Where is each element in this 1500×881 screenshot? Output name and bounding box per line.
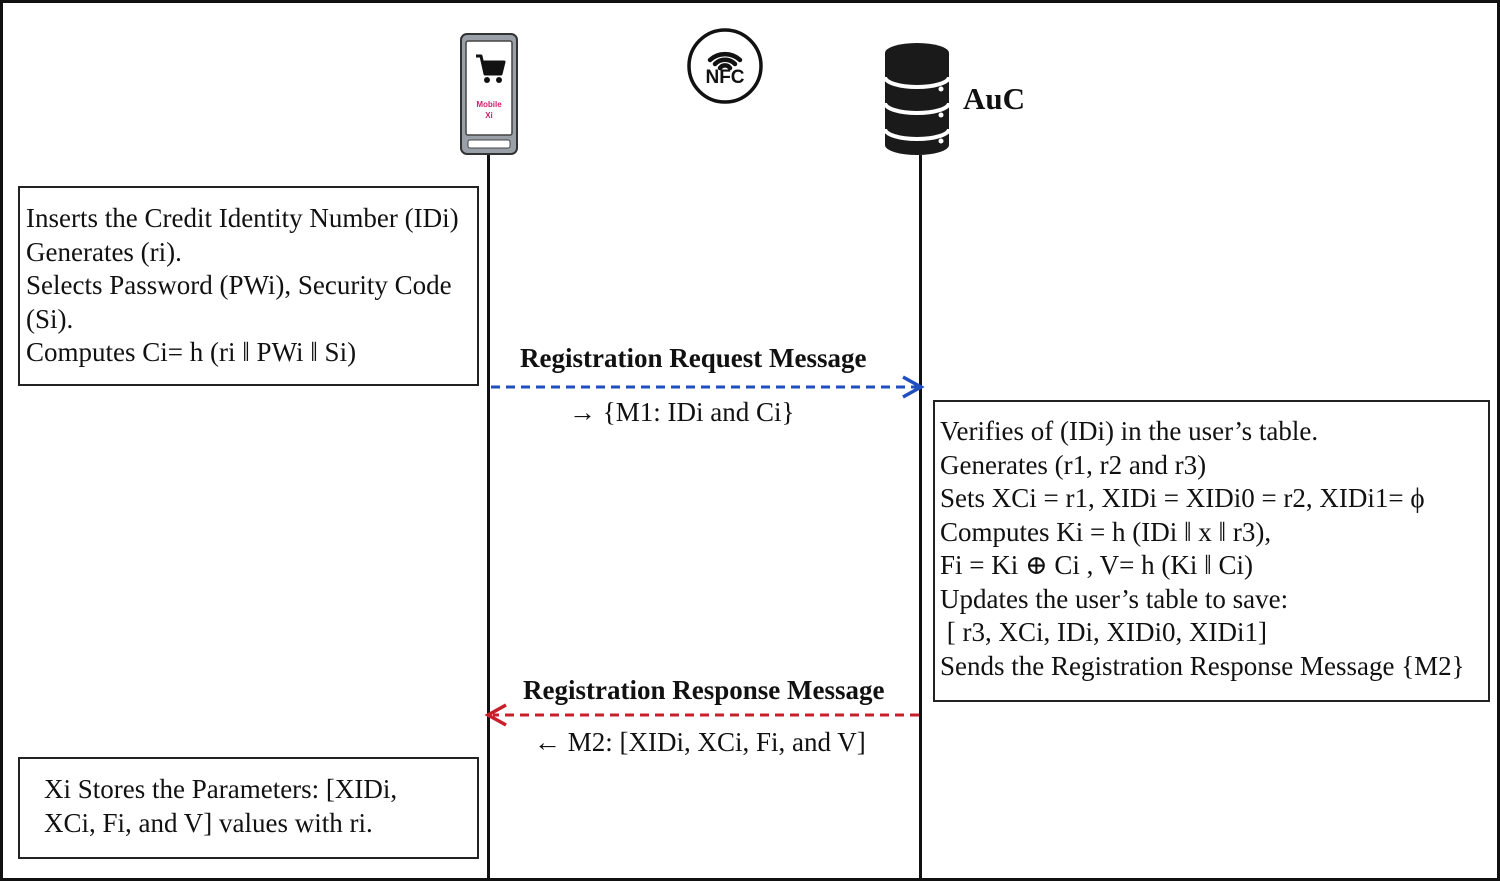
response-arrow — [484, 703, 919, 727]
mobile-computation-box: Inserts the Credit Identity Number (IDi)… — [18, 186, 479, 386]
mobile-step-2: Generates (ri). — [26, 236, 182, 267]
auc-computation-box: Verifies of (IDi) in the user’s table. G… — [933, 400, 1490, 702]
auc-step-8: Sends the Registration Response Message … — [940, 650, 1465, 681]
mobile-cart-icon — [459, 32, 519, 156]
mobile-step-3: Selects Password (PWi), Security Code — [26, 270, 452, 300]
mobile-step-5: Computes Ci= h (ri ‖ PWi ‖ Si) — [26, 337, 357, 367]
auc-step-4: Computes Ki = h (IDi ‖ x ‖ r3), — [940, 516, 1272, 547]
auc-lifeline — [919, 155, 922, 878]
mobile-store-box: Xi Stores the Parameters: [XIDi, XCi, Fi… — [18, 757, 479, 859]
store-line-2: XCi, Fi, and V] values with ri. — [44, 807, 373, 838]
auc-step-3: Sets XCi = r1, XIDi = XIDi0 = r2, XIDi1=… — [940, 483, 1425, 513]
response-title: Registration Response Message — [523, 675, 885, 705]
auc-step-1: Verifies of (IDi) in the user’s table. — [940, 416, 1319, 446]
auc-label: AuC — [963, 81, 1026, 116]
mobile-step-1: Inserts the Credit Identity Number (IDi) — [26, 203, 459, 233]
auc-step-7: [ r3, XCi, IDi, XIDi0, XIDi1] — [940, 617, 1267, 647]
nfc-icon — [686, 27, 764, 105]
mobile-label-line2: Xi — [485, 111, 493, 120]
nfc-label: NFC — [705, 67, 745, 88]
auc-step-2: Generates (r1, r2 and r3) — [940, 449, 1207, 480]
store-line-1: Xi Stores the Parameters: [XIDi, — [44, 774, 398, 804]
response-payload: ← M2: [XIDi, XCi, Fi, and V] — [534, 727, 866, 757]
database-icon — [883, 41, 951, 157]
mobile-step-4: (Si). — [26, 303, 74, 334]
mobile-lifeline — [487, 155, 490, 878]
request-payload: → {M1: IDi and Ci} — [569, 397, 795, 427]
mobile-label: Mobile Xi — [466, 99, 512, 121]
request-title: Registration Request Message — [520, 343, 867, 373]
auc-step-5: Fi = Ki ⊕ Ci , V= h (Ki ‖ Ci) — [940, 550, 1253, 580]
mobile-label-line1: Mobile — [476, 100, 502, 109]
request-arrow — [491, 375, 925, 399]
auc-step-6: Updates the user’s table to save: — [940, 583, 1289, 614]
